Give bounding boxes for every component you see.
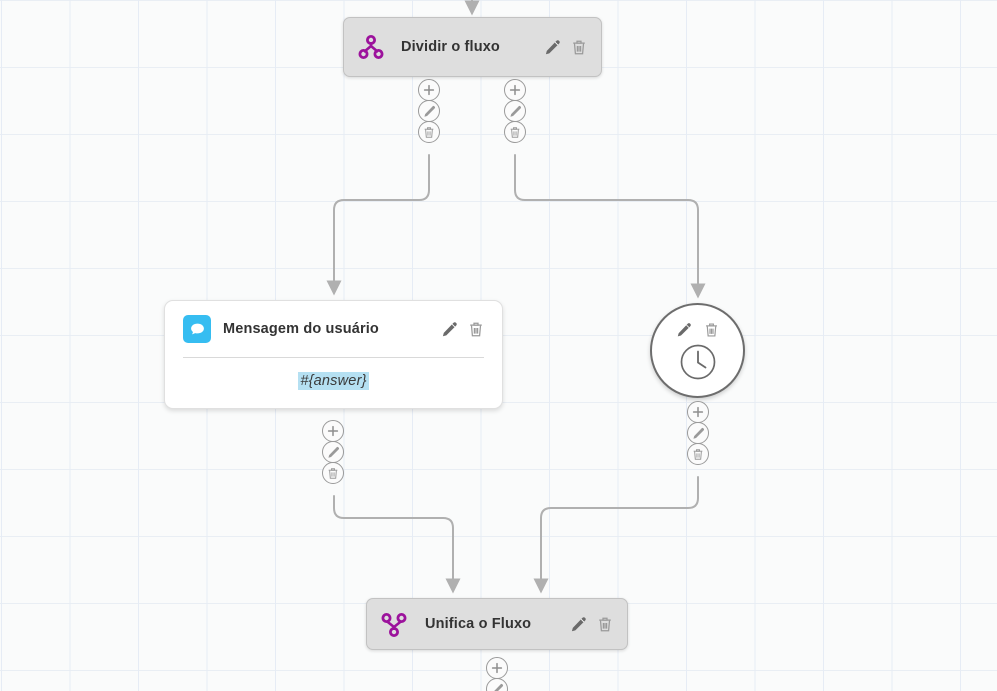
delete-icon[interactable] [596,616,613,633]
delete-icon[interactable] [570,39,587,56]
node-split-flow-actions [544,39,587,56]
edit-icon[interactable] [441,321,458,338]
edge-split-to-delay [514,154,706,299]
node-user-message-body: #{answer} [165,358,502,408]
edit-connector-button[interactable] [504,100,526,122]
edit-icon[interactable] [570,616,587,633]
delete-connector-button[interactable] [322,462,344,484]
connector-stack-split-left[interactable] [418,79,440,143]
chat-bubble-icon [183,315,211,343]
card-divider [183,357,484,358]
node-user-message[interactable]: Mensagem do usuário [164,300,503,409]
node-delay-actions [676,321,720,338]
edit-connector-button[interactable] [687,422,709,444]
merge-flow-icon [381,612,407,637]
delete-connector-button[interactable] [418,121,440,143]
connector-stack-split-right[interactable] [504,79,526,143]
edge-split-to-message [326,154,430,296]
edge-message-to-merge [333,495,461,594]
node-merge-flow-title: Unifica o Fluxo [425,616,532,632]
node-user-message-title: Mensagem do usuário [223,321,379,337]
edit-connector-button[interactable] [322,441,344,463]
delete-icon[interactable] [467,321,484,338]
edit-icon[interactable] [544,39,561,56]
clock-icon [678,342,718,382]
message-token-text[interactable]: #{answer} [298,372,369,390]
edge-delay-to-merge [533,476,699,594]
connector-stack-merge-out[interactable] [486,657,508,691]
node-split-flow-title: Dividir o fluxo [401,39,500,55]
edit-connector-button[interactable] [486,678,508,691]
add-node-button[interactable] [687,401,709,423]
connector-stack-message-out[interactable] [322,420,344,484]
add-node-button[interactable] [418,79,440,101]
node-merge-flow-actions [570,616,613,633]
add-node-button[interactable] [504,79,526,101]
node-merge-flow[interactable]: Unifica o Fluxo [366,598,628,650]
delete-icon[interactable] [703,321,720,338]
add-node-button[interactable] [486,657,508,679]
split-flow-icon [358,34,384,60]
node-split-flow[interactable]: Dividir o fluxo [343,17,602,77]
delete-connector-button[interactable] [687,443,709,465]
node-user-message-actions [441,321,484,338]
node-delay[interactable] [650,303,745,398]
connector-stack-delay-out[interactable] [687,401,709,465]
add-node-button[interactable] [322,420,344,442]
edit-connector-button[interactable] [418,100,440,122]
delete-connector-button[interactable] [504,121,526,143]
edit-icon[interactable] [676,321,693,338]
node-user-message-header: Mensagem do usuário [165,301,502,343]
